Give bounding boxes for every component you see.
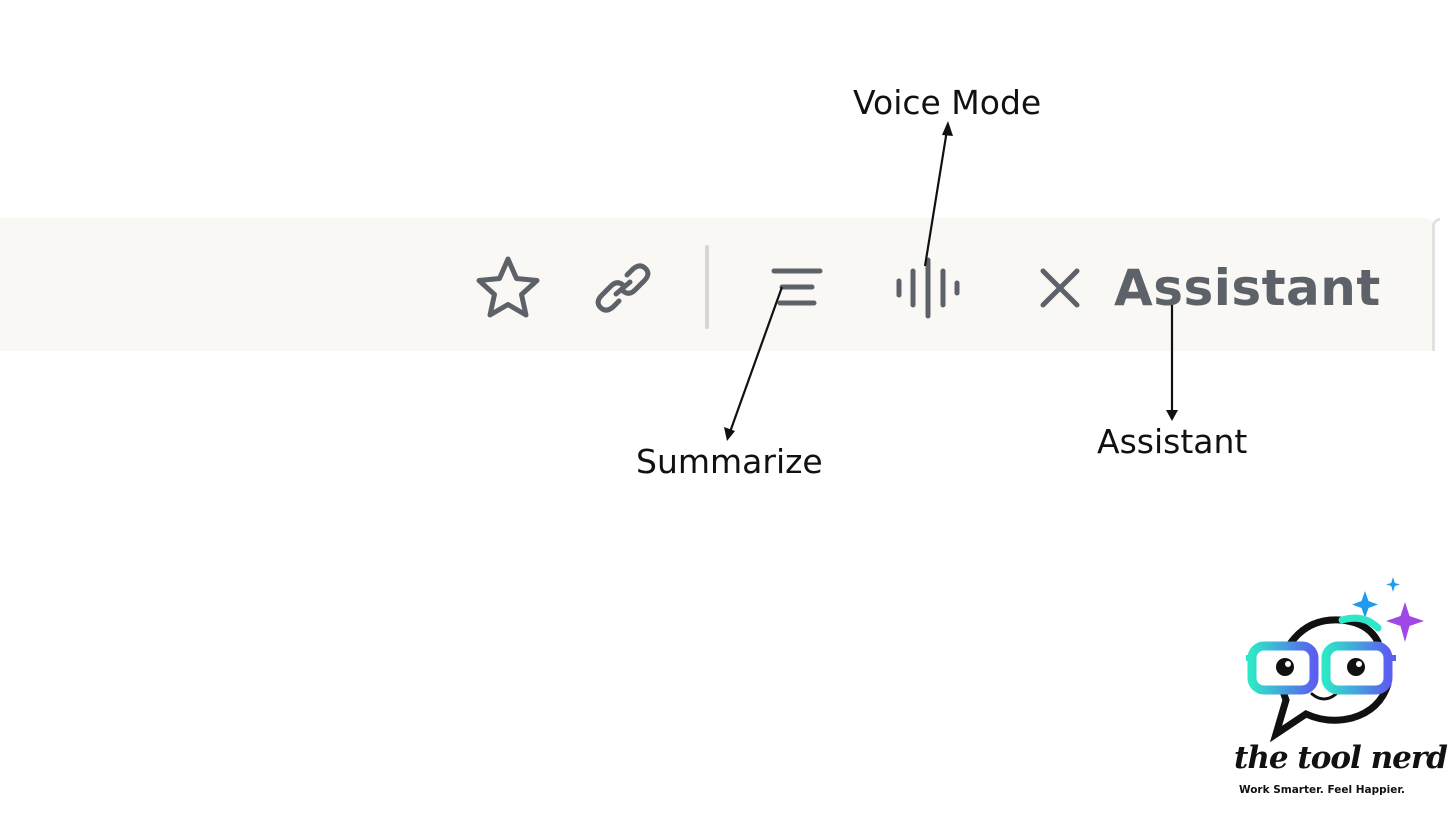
- voice-mode-arrowhead: [942, 121, 953, 136]
- assistant-annotation: Assistant: [1097, 422, 1248, 461]
- toolbar-divider: [705, 245, 709, 329]
- copy-link-button[interactable]: [594, 260, 652, 316]
- voice-mode-button[interactable]: [892, 256, 964, 320]
- link-icon: [595, 261, 651, 315]
- assistant-arrowhead: [1166, 410, 1178, 421]
- close-button[interactable]: [1036, 264, 1084, 312]
- glasses-icon: [1246, 641, 1396, 695]
- summarize-arrowhead: [724, 427, 735, 441]
- star-icon: [474, 255, 542, 319]
- audio-waveform-icon: [893, 257, 963, 319]
- browser-toolbar: [0, 218, 1434, 351]
- assistant-button[interactable]: Assistant: [1114, 256, 1381, 320]
- assistant-button-label: Assistant: [1114, 259, 1381, 317]
- summarize-annotation: Summarize: [636, 442, 823, 481]
- the-tool-nerd-logo: [1246, 577, 1424, 743]
- side-panel-edge: [1432, 218, 1440, 351]
- favorite-button[interactable]: [472, 254, 544, 320]
- sparkles-icon: [1352, 577, 1424, 642]
- voice-mode-annotation: Voice Mode: [853, 83, 1042, 122]
- summarize-button[interactable]: [766, 262, 826, 312]
- close-icon: [1038, 266, 1082, 310]
- summarize-lines-icon: [768, 265, 824, 309]
- logo-tagline: Work Smarter. Feel Happier.: [1238, 784, 1405, 796]
- logo-wordmark: the tool nerd: [1234, 740, 1448, 776]
